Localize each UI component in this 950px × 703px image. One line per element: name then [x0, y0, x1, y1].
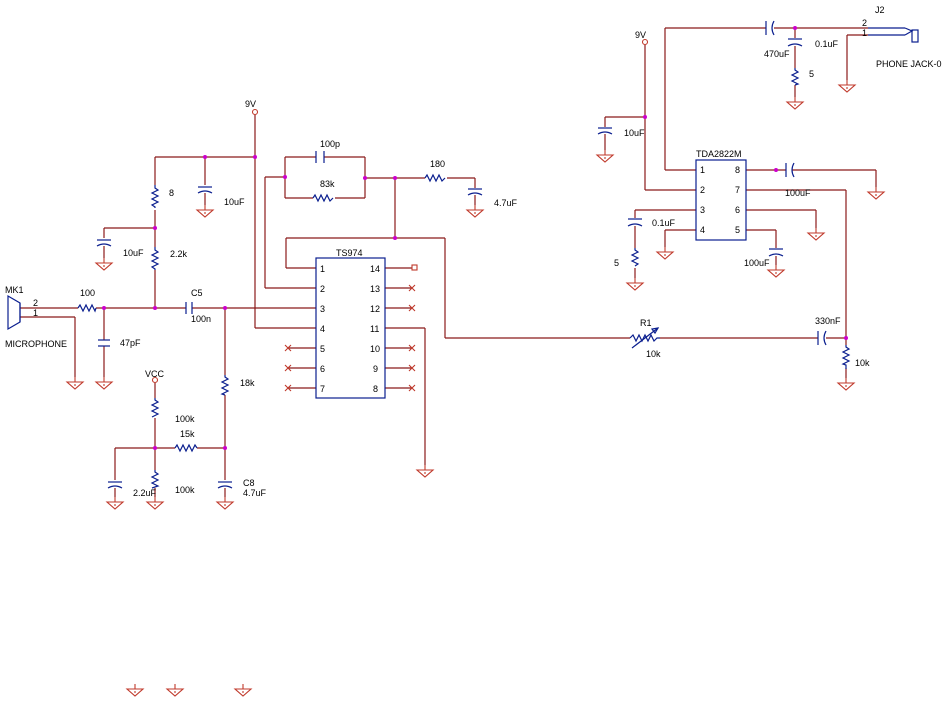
label-mic-pin1: 1 — [33, 308, 38, 318]
label-j2: J2 — [875, 5, 885, 15]
label-r100k-a: 100k — [175, 414, 195, 424]
tda-pin-l3: 3 — [700, 205, 705, 215]
label-r10k: 10k — [855, 358, 870, 368]
tda-pin-numbers: 1 2 3 4 8 7 6 5 — [700, 165, 740, 235]
ground-symbols — [66, 79, 885, 697]
ts974-pin-l2: 2 — [320, 284, 325, 294]
label-c47p: 47pF — [120, 338, 141, 348]
label-phone-jack: PHONE JACK-0 — [876, 59, 942, 69]
label-r100: 100 — [80, 288, 95, 298]
label-jack-pin2: 2 — [862, 18, 867, 28]
ts974-pin-l6: 6 — [320, 364, 325, 374]
label-mk1: MK1 — [5, 285, 24, 295]
wires — [20, 27, 877, 497]
tda-pin-r7: 7 — [735, 185, 740, 195]
junction-dots — [102, 26, 848, 450]
label-c2u2: 2.2uF — [133, 488, 157, 498]
label-c0u1-top: 0.1uF — [815, 39, 839, 49]
ts974-pin-l7: 7 — [320, 384, 325, 394]
label-jack-pin1: 1 — [862, 28, 867, 38]
capacitors — [96, 20, 827, 497]
label-r18k: 18k — [240, 378, 255, 388]
label-c0u1-right: 0.1uF — [652, 218, 676, 228]
component-labels: MK1 MICROPHONE 2 1 100 47pF 10uF 8 10uF … — [5, 5, 942, 498]
label-r2k2: 2.2k — [170, 249, 188, 259]
label-vcc: VCC — [145, 369, 165, 379]
tda-pin-r8: 8 — [735, 165, 740, 175]
ts974-pin-numbers: 1 2 3 4 5 6 7 14 13 12 11 10 9 8 — [320, 264, 380, 394]
label-r1-value: 10k — [646, 349, 661, 359]
label-r83k: 83k — [320, 179, 335, 189]
ts974-ic-body — [315, 257, 386, 399]
label-c10u-right: 10uF — [624, 128, 645, 138]
label-c330n: 330nF — [815, 316, 841, 326]
ts974-pin-r8: 8 — [373, 384, 378, 394]
label-c470u: 470uF — [764, 49, 790, 59]
label-c5-value: 100n — [191, 314, 211, 324]
label-9v-left: 9V — [245, 99, 256, 109]
label-c5: C5 — [191, 288, 203, 298]
label-r180: 180 — [430, 159, 445, 169]
label-c10u-top: 10uF — [224, 197, 245, 207]
label-r100k-b: 100k — [175, 485, 195, 495]
label-r1: R1 — [640, 318, 652, 328]
ts974-pin-l5: 5 — [320, 344, 325, 354]
label-r8: 8 — [169, 188, 174, 198]
label-c100u-a: 100uF — [785, 188, 811, 198]
resistors — [77, 68, 851, 489]
microphone-symbol — [7, 294, 21, 331]
ts974-pin-l1: 1 — [320, 264, 325, 274]
label-c100u-b: 100uF — [744, 258, 770, 268]
tda-pin-l4: 4 — [700, 225, 705, 235]
ts974-pin-r13: 13 — [370, 284, 380, 294]
power-terminals — [151, 38, 649, 384]
label-c4u7: 4.7uF — [494, 198, 518, 208]
ts974-pin-l3: 3 — [320, 304, 325, 314]
tda-pin-r5: 5 — [735, 225, 740, 235]
ts974-pin-r9: 9 — [373, 364, 378, 374]
tda2822m-ic-body — [695, 159, 747, 241]
label-c10u-left: 10uF — [123, 248, 144, 258]
label-c8-value: 4.7uF — [243, 488, 267, 498]
no-connect-marks — [284, 284, 416, 392]
tda-pin-r6: 6 — [735, 205, 740, 215]
label-microphone: MICROPHONE — [5, 339, 67, 349]
ts974-pin-r10: 10 — [370, 344, 380, 354]
label-mic-pin2: 2 — [33, 298, 38, 308]
ts974-pin-r12: 12 — [370, 304, 380, 314]
label-ts974: TS974 — [336, 248, 363, 258]
label-r15k: 15k — [180, 429, 195, 439]
ts974-pin-l4: 4 — [320, 324, 325, 334]
label-9v-right: 9V — [635, 30, 646, 40]
ts974-pin-r14: 14 — [370, 264, 380, 274]
label-c8: C8 — [243, 478, 255, 488]
label-c100p: 100p — [320, 139, 340, 149]
label-r5-top: 5 — [809, 69, 814, 79]
label-r5-right: 5 — [614, 258, 619, 268]
label-tda: TDA2822M — [696, 149, 742, 159]
phone-jack-symbol — [868, 27, 919, 43]
tda-pin-l1: 1 — [700, 165, 705, 175]
ts974-pin-r11: 11 — [370, 324, 379, 334]
tda-pin-l2: 2 — [700, 185, 705, 195]
